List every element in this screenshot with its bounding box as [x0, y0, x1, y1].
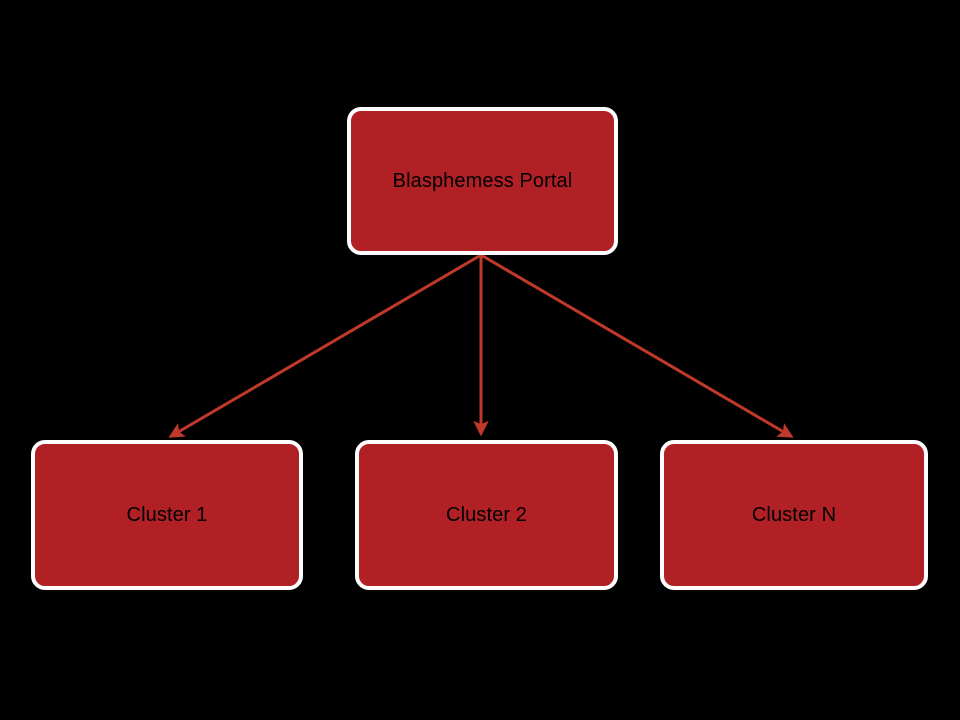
node-label: Cluster N: [751, 504, 837, 526]
node-label: Cluster 1: [126, 504, 208, 526]
node-label: Blasphemess Portal: [392, 170, 573, 192]
edge-portal-cluster-1: [168, 253, 482, 438]
node-cluster-2[interactable]: Cluster 2: [355, 440, 618, 590]
node-label: Cluster 2: [446, 504, 527, 526]
node-cluster-1[interactable]: Cluster 1: [31, 440, 303, 590]
node-blasphemess-portal[interactable]: Blasphemess Portal: [347, 107, 618, 255]
edge-portal-cluster-n: [480, 253, 794, 438]
node-cluster-n[interactable]: Cluster N: [660, 440, 928, 590]
